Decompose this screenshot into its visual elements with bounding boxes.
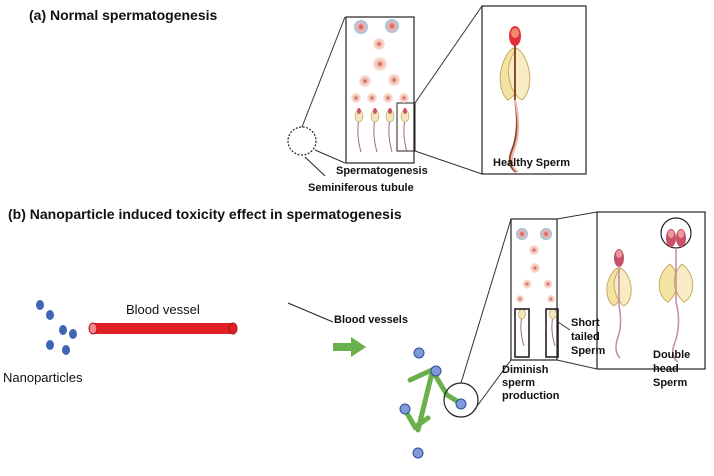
- section-a-title: (a) Normal spermatogenesis: [29, 7, 218, 23]
- zoom-line: [460, 218, 512, 384]
- nanoparticles: [36, 300, 77, 355]
- germ-cells-a: [351, 19, 409, 103]
- zoom-box-a: [396, 102, 416, 152]
- short-tailed-label: Short tailed Sperm: [571, 317, 606, 357]
- germ-cells-b: [516, 228, 555, 303]
- double-head-sperm: [658, 217, 694, 363]
- blood-vessel-label: Blood vessel: [126, 302, 200, 317]
- healthy-sperm-panel: [481, 5, 587, 175]
- zoom-line: [556, 359, 598, 370]
- transition-arrow: [333, 337, 366, 357]
- nanoparticles-label: Nanoparticles: [3, 370, 83, 385]
- spermatogenesis-label: Spermatogenesis: [336, 165, 428, 177]
- bracket-left: [514, 308, 530, 358]
- diminished-panel: [510, 218, 558, 361]
- nanoparticles-in-tissue: [399, 347, 467, 459]
- zoom-circle-a: [287, 126, 317, 156]
- damage-lines: [402, 366, 463, 433]
- seminiferous-tubule-label: Seminiferous tubule: [308, 182, 414, 194]
- zoom-line: [414, 150, 483, 175]
- zoom-line: [301, 16, 346, 128]
- diminish-label: Diminish sperm production: [502, 364, 560, 402]
- blood-vessels-pointer: [287, 302, 334, 323]
- healthy-sperm: [499, 26, 531, 173]
- short-tailed-sperm: [606, 249, 632, 359]
- blood-vessels-label: Blood vessels: [334, 314, 408, 326]
- short-tail-pointer: [557, 321, 571, 331]
- healthy-sperm-label: Healthy Sperm: [493, 157, 571, 169]
- blood-vessel-tube: [88, 322, 238, 335]
- section-b-title: (b) Nanoparticle induced toxicity effect…: [8, 206, 402, 222]
- zoom-line: [556, 211, 598, 220]
- zoom-line: [471, 359, 512, 414]
- double-head-label: Double head Sperm: [653, 349, 691, 389]
- bracket-right: [545, 308, 559, 358]
- zoom-line: [414, 5, 483, 104]
- zoom-line: [314, 149, 346, 164]
- tubule-pointer: [304, 156, 326, 177]
